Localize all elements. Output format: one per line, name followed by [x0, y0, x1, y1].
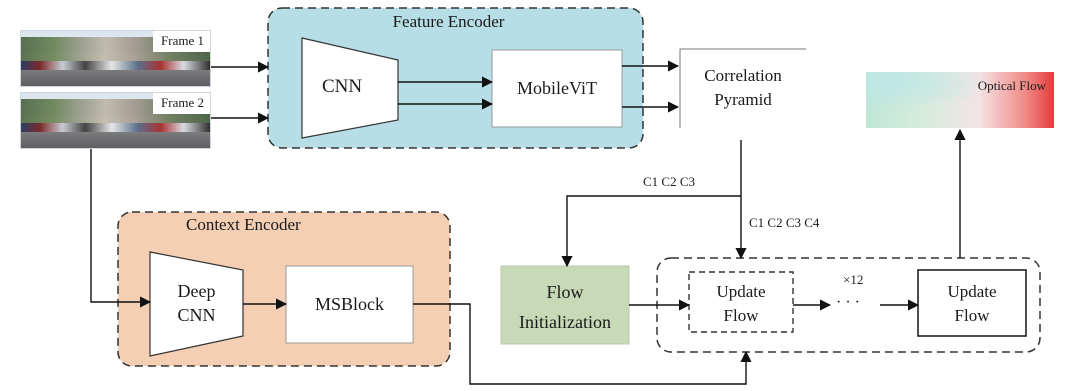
update-flow-first-line2: Flow [723, 306, 759, 325]
update-flow-first-box [688, 271, 794, 333]
arrow-correlation-to-flow-init [561, 195, 741, 268]
arrow-frame2-to-deep-cnn [90, 148, 152, 308]
frame2-image: Frame 2 [20, 92, 211, 149]
flow-init-label-line2: Initialization [519, 312, 611, 332]
cnn-label: CNN [322, 76, 363, 97]
frame1-image: Frame 1 [20, 30, 211, 87]
flow-init-label-line1: Flow [546, 282, 584, 302]
update-flow-first-line1: Update [716, 282, 766, 301]
context-encoder-title: Context Encoder [186, 215, 301, 234]
mobilevit-label: MobileViT [517, 78, 597, 98]
repeat-count-label: ×12 [843, 272, 864, 287]
msblock-box [285, 265, 414, 344]
deep-cnn-label-line2: CNN [177, 305, 216, 325]
deep-cnn-trapezoid [149, 251, 244, 357]
flow-initialization-box [500, 265, 630, 345]
optical-flow-label: Optical Flow [977, 78, 1046, 93]
arrow-msblock-to-update [413, 303, 752, 385]
pyramid-label: Pyramid [714, 90, 772, 109]
correlation-pyramid-bracket [679, 48, 806, 128]
update-flow-last-line2: Flow [954, 306, 990, 325]
update-flow-last-box [917, 269, 1027, 337]
edge-label-c1234: C1 C2 C3 C4 [749, 215, 820, 230]
edge-label-c123: C1 C2 C3 [643, 174, 696, 189]
correlation-label: Correlation [704, 66, 782, 85]
update-flow-last-line1: Update [947, 282, 997, 301]
deep-cnn-label-line1: Deep [177, 281, 216, 301]
feature-encoder-title: Feature Encoder [392, 12, 505, 31]
optical-flow-image: Optical Flow [866, 72, 1054, 128]
cnn-trapezoid [301, 37, 399, 139]
mobilevit-box [491, 49, 623, 128]
frame1-label: Frame 1 [153, 31, 210, 52]
ellipsis-label: · · · [836, 294, 860, 311]
frame2-label: Frame 2 [153, 93, 210, 114]
msblock-label: MSBlock [314, 294, 384, 314]
